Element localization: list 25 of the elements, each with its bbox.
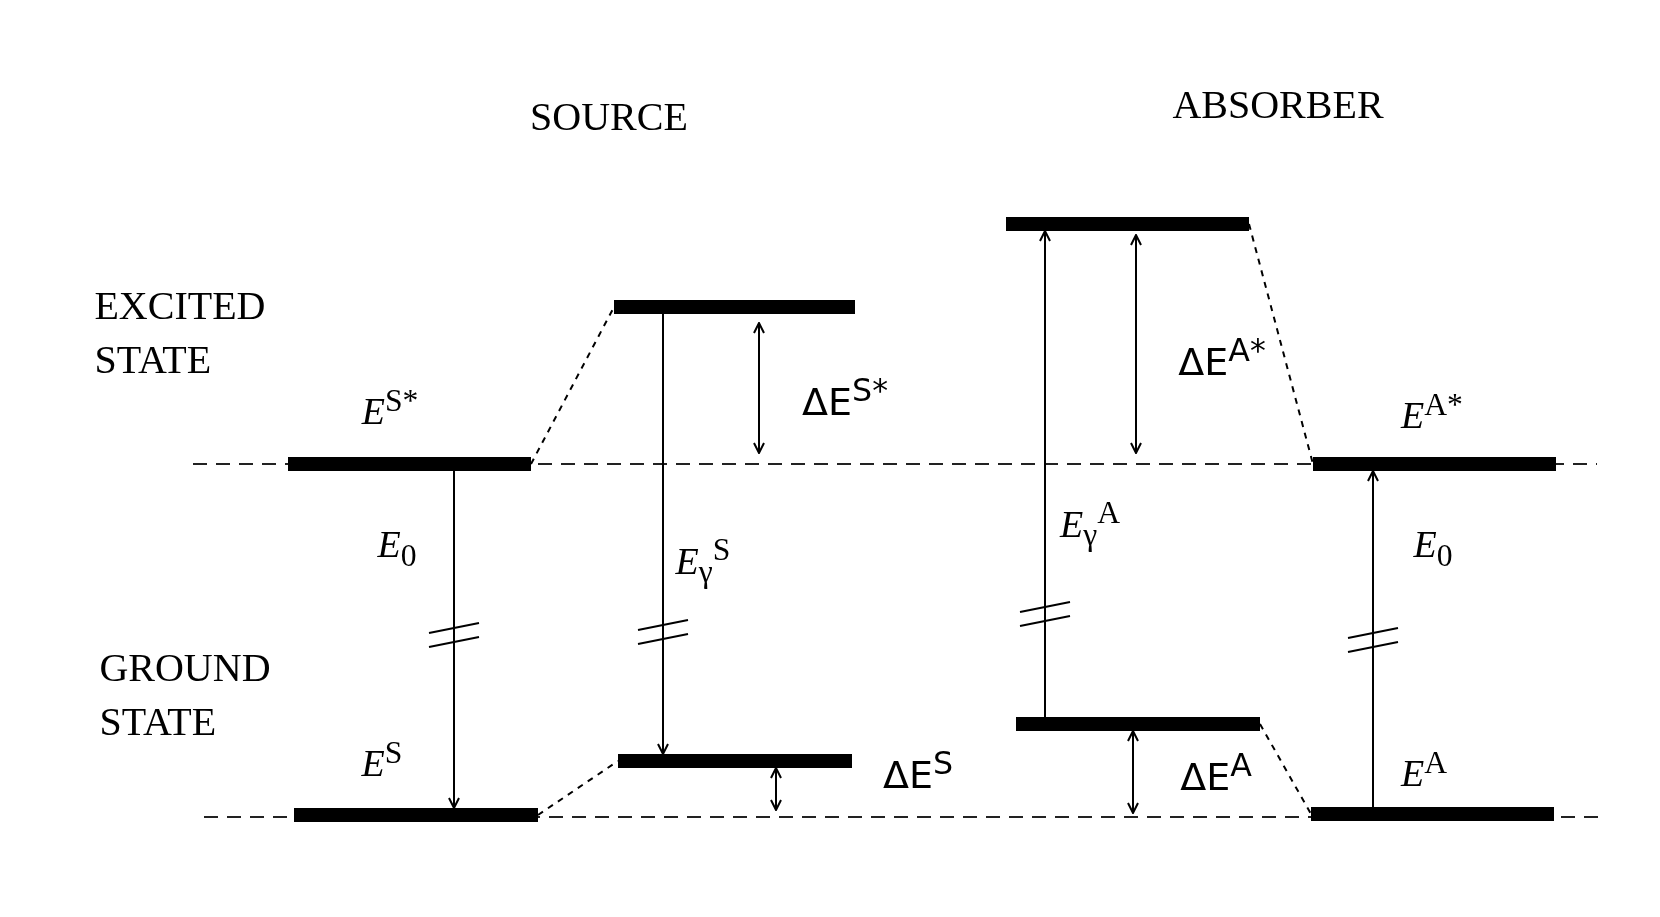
heading: ABSORBER <box>1172 80 1384 128</box>
heading: SOURCE <box>530 92 688 140</box>
transition-arrow <box>657 313 669 755</box>
energy-level-bar <box>1006 217 1249 231</box>
state-label: EXCITED STATE <box>94 282 267 384</box>
energy-level-bar <box>614 300 855 314</box>
connector-line <box>1259 723 1312 815</box>
connector-line <box>1248 223 1314 465</box>
edge-label: E$_{0}$ <box>1413 522 1453 574</box>
energy-level-label: E$^{A}$ <box>1400 744 1448 796</box>
energy-shift-label: ΔE$^{A}$ <box>1180 747 1252 799</box>
connector-line <box>537 760 619 816</box>
transition-arrow <box>1039 230 1051 718</box>
energy-level-bar <box>1016 717 1260 731</box>
energy-shift-label: ΔE$^{A*}$ <box>1178 332 1266 384</box>
energy-level-label: E$^{S*}$ <box>361 382 419 434</box>
transition-arrow <box>1367 470 1379 808</box>
energy-level-label: E$^{S}$ <box>361 734 403 786</box>
state-label: GROUND STATE <box>99 644 272 746</box>
energy-level-label: E$^{A*}$ <box>1401 386 1463 438</box>
transition-arrow <box>448 470 460 809</box>
energy-shift-label: ΔE$^{S}$ <box>882 745 954 797</box>
edge-label: E$_{0}$ <box>377 522 417 574</box>
energy-level-bar <box>618 754 852 768</box>
energy-shift-label: ΔE$^{S*}$ <box>802 372 888 424</box>
